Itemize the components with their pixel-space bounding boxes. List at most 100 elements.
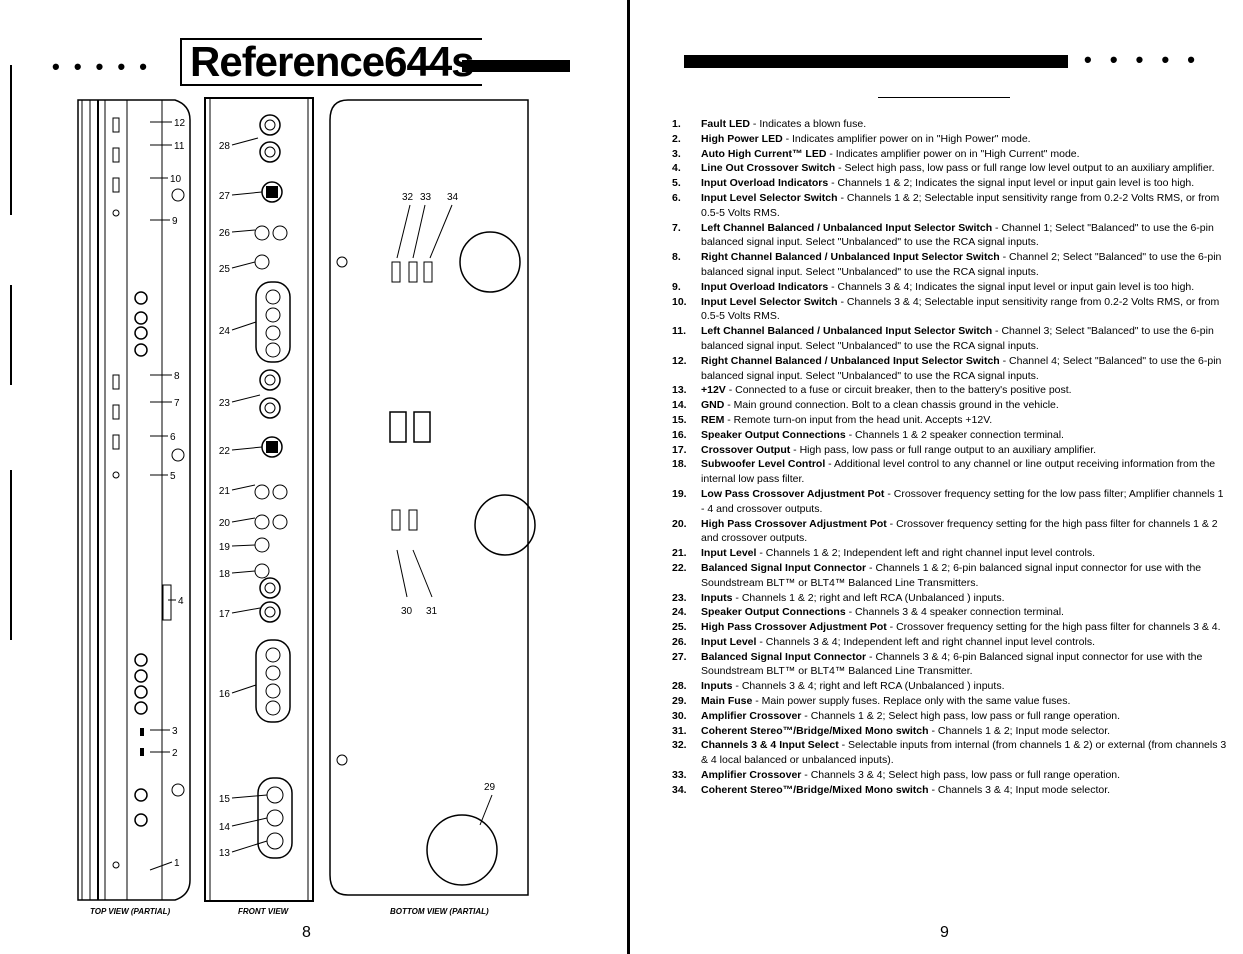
- legend-item: 33.Amplifier Crossover - Channels 3 & 4;…: [672, 768, 1228, 783]
- legend-item-number: 5.: [672, 177, 681, 190]
- legend-item-description: - Crossover frequency setting for the hi…: [886, 621, 1221, 634]
- legend-item-term: High Pass Crossover Adjustment Pot: [701, 621, 887, 634]
- legend-item-text: Coherent Stereo™/Bridge/Mixed Mono switc…: [701, 724, 1228, 739]
- callout-label: 28: [219, 141, 231, 152]
- legend-item-number: 8.: [672, 251, 681, 264]
- legend-item-term: Input Overload Indicators: [701, 280, 829, 293]
- legend-item-text: Input Level - Channels 3 & 4; Independen…: [701, 635, 1228, 650]
- legend-item-term: Coherent Stereo™/Bridge/Mixed Mono switc…: [701, 724, 929, 737]
- legend-item-description: - Channel 2; Select "Balanced" to use th…: [701, 251, 1222, 278]
- legend-item: 5. Input Overload Indicators - Channels 1…: [672, 176, 1228, 191]
- legend-item-text: High Pass Crossover Adjustment Pot - Cro…: [701, 517, 1228, 547]
- legend-item: 12.Right Channel Balanced / Unbalanced I…: [672, 354, 1228, 384]
- legend-item-description: - Indicates amplifier power on in "High …: [826, 147, 1080, 160]
- legend-item-description: - Channels 3 & 4; Select high pass, low …: [801, 769, 1121, 782]
- legend-item-term: GND: [701, 399, 725, 412]
- legend-item-description: - Channels 1 & 2; right and left RCA (Un…: [732, 591, 1005, 604]
- callout-label: 26: [219, 228, 231, 239]
- legend-item: 22.Balanced Signal Input Connector - Cha…: [672, 561, 1228, 591]
- top-view-panel: 12 11 10 9 8 7 6 5 4 3 2 1: [77, 99, 191, 901]
- legend-item: 18. Subwoofer Level Control - Additional …: [672, 457, 1228, 487]
- legend-item: 20.High Pass Crossover Adjustment Pot - …: [672, 517, 1228, 547]
- legend-item-number: 10.: [672, 295, 687, 308]
- legend-item-term: Channels 3 & 4 Input Select: [701, 739, 839, 752]
- legend-item-text: Fault LED - Indicates a blown fuse.: [701, 117, 1228, 132]
- legend-item: 11.Left Channel Balanced / Unbalanced In…: [672, 324, 1228, 354]
- title-bar: [462, 60, 570, 72]
- legend-item: 17.Crossover Output - High pass, low pas…: [672, 443, 1228, 458]
- legend-item: 29.Main Fuse - Main power supply fuses. …: [672, 694, 1228, 709]
- legend-item: 26.Input Level - Channels 3 & 4; Indepen…: [672, 635, 1228, 650]
- legend-item-term: Main Fuse: [701, 695, 753, 708]
- callout-label: 12: [174, 118, 186, 129]
- margin-rule: [10, 470, 12, 640]
- legend-item-term: Input Level Selector Switch: [701, 295, 838, 308]
- legend-item-number: 27.: [672, 650, 687, 663]
- legend-item: 8. Right Channel Balanced / Unbalanced In…: [672, 250, 1228, 280]
- legend-item-text: Input Level - Channels 1 & 2; Independen…: [701, 546, 1228, 561]
- legend-item-number: 19.: [672, 487, 687, 500]
- legend-item-description: - Channels 1 & 2; Independent left and r…: [756, 547, 1095, 560]
- legend-item-description: - Select high pass, low pass or full ran…: [835, 162, 1215, 175]
- header-dots: • • • • •: [1084, 47, 1201, 72]
- legend-item-number: 4.: [672, 162, 681, 175]
- legend-item: 24.Speaker Output Connections - Channels…: [672, 605, 1228, 620]
- legend-item-text: GND - Main ground connection. Bolt to a …: [701, 398, 1228, 413]
- legend-item-term: Inputs: [701, 680, 733, 693]
- left-page: • • • • • Reference644s: [10, 38, 570, 941]
- legend-item-description: - Channels 1 & 2; Select high pass, low …: [801, 709, 1121, 722]
- legend-item-term: Subwoofer Level Control: [701, 458, 826, 471]
- page-gutter: [627, 0, 630, 954]
- legend-item-number: 14.: [672, 399, 687, 412]
- callout-label: 2: [172, 748, 178, 759]
- legend-item-text: Right Channel Balanced / Unbalanced Inpu…: [701, 250, 1228, 280]
- legend-item-text: Speaker Output Connections - Channels 3 …: [701, 605, 1228, 620]
- callout-label: 13: [219, 848, 231, 859]
- callout-label: 30: [401, 606, 413, 617]
- legend-item-text: Subwoofer Level Control - Additional lev…: [701, 457, 1228, 487]
- legend-item-text: Input Overload Indicators - Channels 1 &…: [701, 176, 1228, 191]
- bottom-view-panel: 32 33 34 30 31 29: [329, 99, 536, 896]
- legend-item: 2.High Power LED - Indicates amplifier p…: [672, 132, 1228, 147]
- legend-item-text: Left Channel Balanced / Unbalanced Input…: [701, 324, 1228, 354]
- legend-item-text: +12V - Connected to a fuse or circuit br…: [701, 383, 1228, 398]
- page-number: 8: [302, 924, 311, 941]
- callout-label: 34: [447, 192, 459, 203]
- legend-item-description: - Channels 1 & 2; Selectable input sensi…: [701, 191, 1220, 219]
- callout-label: 1: [174, 858, 180, 869]
- legend-item-number: 25.: [672, 621, 687, 634]
- right-page: • • • • • 1.Fault LED - Indicates a blow…: [632, 0, 1243, 954]
- legend-item-text: Input Level Selector Switch - Channels 3…: [701, 295, 1228, 325]
- legend-item-text: Inputs - Channels 3 & 4; right and left …: [701, 679, 1228, 694]
- legend-item-description: - Channels 3 & 4; 6-pin Balanced signal …: [701, 650, 1203, 678]
- front-view-callouts: 28 27 26 25 24 23 22 21 20 19 18 17 16 1…: [219, 141, 231, 859]
- legend-item-description: - Main ground connection. Bolt to a clea…: [724, 399, 1059, 412]
- bottom-view-callouts: 32 33 34 30 31 29: [401, 192, 496, 793]
- legend-item-description: - Channels 3 & 4; Input mode selector.: [928, 783, 1111, 796]
- legend-item: 19.Low Pass Crossover Adjustment Pot - C…: [672, 487, 1228, 517]
- legend-item-text: Left Channel Balanced / Unbalanced Input…: [701, 221, 1228, 251]
- legend-item-term: Left Channel Balanced / Unbalanced Input…: [701, 325, 993, 338]
- legend-item: 32.Channels 3 & 4 Input Select - Selecta…: [672, 738, 1228, 768]
- top-view-callouts: 12 11 10 9 8 7 6 5 4 3 2 1: [170, 118, 186, 869]
- callout-label: 22: [219, 446, 231, 457]
- legend-item-term: Crossover Output: [701, 443, 791, 456]
- legend-item-number: 6.: [672, 191, 681, 204]
- legend-item-term: Low Pass Crossover Adjustment Pot: [701, 487, 885, 500]
- legend-item-term: Right Channel Balanced / Unbalanced Inpu…: [701, 354, 1000, 367]
- legend-item-term: Input Level Selector Switch: [701, 191, 838, 204]
- bottom-view-label: BOTTOM VIEW (PARTIAL): [390, 907, 489, 916]
- legend-item-text: Speaker Output Connections - Channels 1 …: [701, 428, 1228, 443]
- legend-item-term: High Power LED: [701, 132, 783, 145]
- legend-item-term: High Pass Crossover Adjustment Pot: [701, 517, 887, 530]
- legend-item-text: REM - Remote turn-on input from the head…: [701, 413, 1228, 428]
- callout-label: 15: [219, 794, 231, 805]
- callout-label: 16: [219, 689, 231, 700]
- legend-item-number: 18.: [672, 458, 687, 471]
- legend-item-description: - Channels 3 & 4; Selectable input sensi…: [701, 295, 1220, 323]
- legend-item-description: - Main power supply fuses. Replace only …: [752, 695, 1071, 708]
- callout-label: 33: [420, 192, 432, 203]
- legend-item-description: - Crossover frequency setting for the hi…: [701, 517, 1218, 545]
- legend-item-text: Inputs - Channels 1 & 2; right and left …: [701, 591, 1228, 606]
- legend-item: 14. GND - Main ground connection. Bolt to…: [672, 398, 1228, 413]
